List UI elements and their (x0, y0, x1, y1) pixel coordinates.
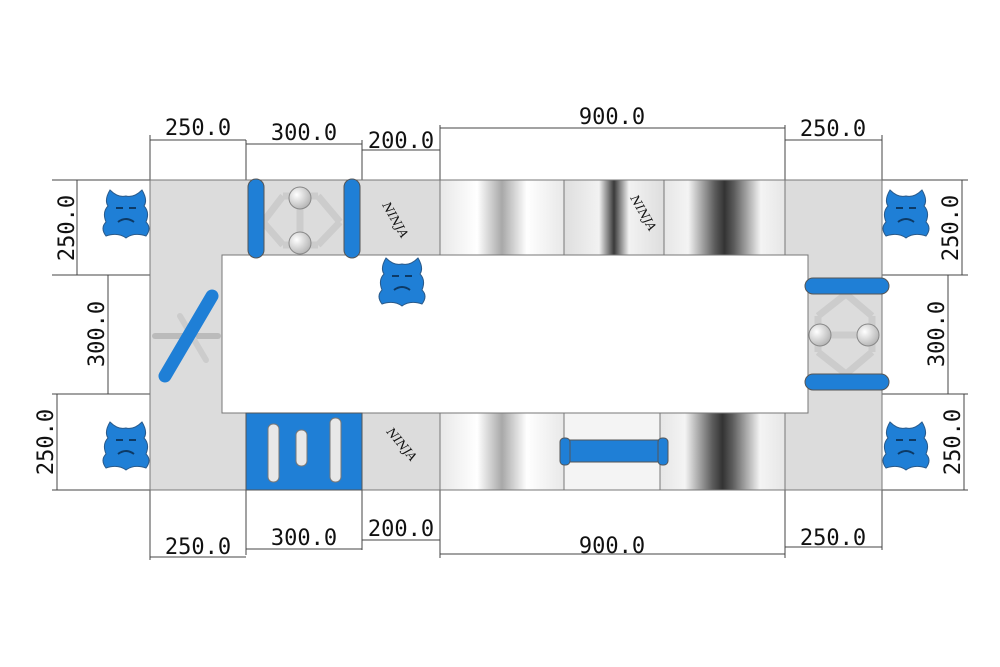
dim-top-1: 250.0 (165, 116, 231, 141)
top-roller-section (439, 179, 786, 256)
dim-top-3: 200.0 (368, 129, 434, 154)
ninja-mascot-icon (882, 421, 930, 471)
dimension-labels: 250.0 300.0 200.0 900.0 250.0 250.0 300.… (34, 105, 966, 560)
ninja-mascot-icon (378, 257, 426, 307)
dim-top-5: 250.0 (800, 117, 866, 142)
ninja-mascot-icons (102, 189, 930, 471)
ninja-mascot-icon (102, 189, 150, 239)
dim-right-1: 250.0 (939, 195, 964, 261)
dim-bottom-3: 200.0 (368, 517, 434, 542)
cross-pole-obstacle-icon (152, 289, 221, 383)
ninja-mascot-icon (882, 189, 930, 239)
dim-bottom-4: 900.0 (579, 534, 645, 559)
pillar-obstacle (245, 412, 363, 491)
ninja-mascot-icon (102, 421, 150, 471)
dimension-lines (52, 125, 968, 560)
beam-obstacle (559, 437, 669, 466)
hexagon-ball-obstacle-icon (804, 277, 890, 391)
dim-top-4: 900.0 (579, 105, 645, 130)
dim-bottom-1: 250.0 (165, 535, 231, 560)
dim-right-3: 250.0 (941, 409, 966, 475)
dim-top-2: 300.0 (271, 121, 337, 146)
dim-right-2: 300.0 (925, 301, 950, 367)
dim-bottom-5: 250.0 (800, 526, 866, 551)
hexagon-ball-obstacle-icon (247, 178, 361, 259)
dim-left-2: 300.0 (85, 301, 110, 367)
dim-left-1: 250.0 (55, 195, 80, 261)
dim-left-3: 250.0 (34, 409, 59, 475)
dim-bottom-2: 300.0 (271, 526, 337, 551)
